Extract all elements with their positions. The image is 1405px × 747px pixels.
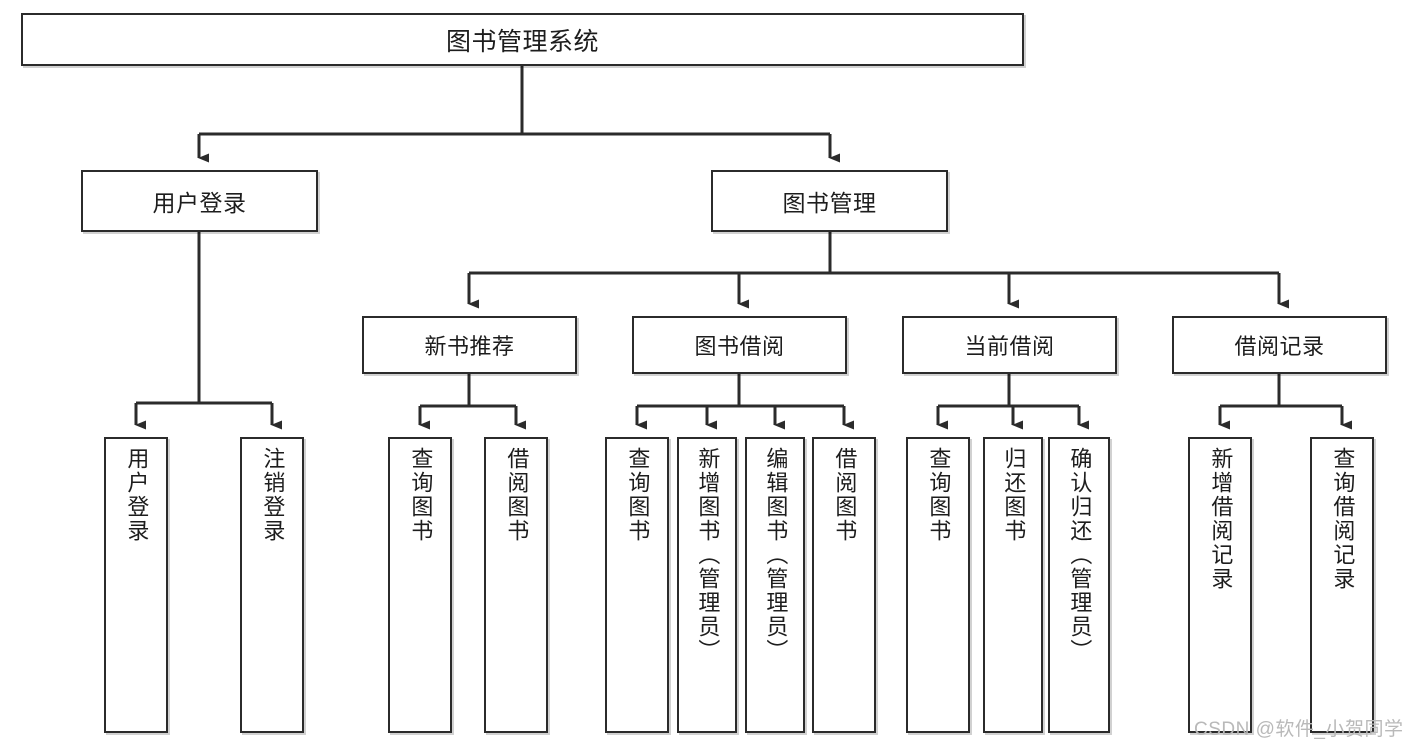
connector-lines [134, 66, 1352, 430]
node-current-borrow-label: 当前借阅 [964, 334, 1055, 359]
node-leaf-add-record[interactable]: 新增借阅记录 [1188, 437, 1252, 733]
node-book-borrow[interactable]: 图书借阅 [632, 316, 847, 374]
node-leaf-borrow-book-2[interactable]: 借阅图书 [812, 437, 876, 733]
node-leaf-add-book-label: 新增图书（管理员） [695, 447, 721, 663]
node-root-label: 图书管理系统 [445, 27, 599, 56]
node-leaf-query-record-label: 查询借阅记录 [1330, 447, 1356, 591]
node-leaf-add-book[interactable]: 新增图书（管理员） [677, 437, 737, 733]
node-root[interactable]: 图书管理系统 [21, 13, 1024, 66]
node-borrow-record-label: 借阅记录 [1234, 334, 1325, 359]
node-user-login[interactable]: 用户登录 [81, 170, 318, 232]
node-leaf-user-login[interactable]: 用户登录 [104, 437, 168, 733]
node-leaf-logout-label: 注销登录 [260, 447, 286, 543]
node-leaf-add-record-label: 新增借阅记录 [1208, 447, 1234, 591]
node-leaf-edit-book-label: 编辑图书（管理员） [763, 447, 789, 663]
csdn-watermark: CSDN @软件_小贺同学 [1194, 719, 1404, 740]
node-book-manage[interactable]: 图书管理 [711, 170, 948, 232]
node-leaf-query-record[interactable]: 查询借阅记录 [1310, 437, 1374, 733]
node-leaf-confirm-return[interactable]: 确认归还（管理员） [1048, 437, 1110, 733]
node-leaf-query-book-3-label: 查询图书 [926, 447, 952, 543]
node-current-borrow[interactable]: 当前借阅 [902, 316, 1117, 374]
node-new-book-recommend-label: 新书推荐 [424, 334, 515, 359]
node-leaf-edit-book[interactable]: 编辑图书（管理员） [745, 437, 805, 733]
node-book-borrow-label: 图书借阅 [694, 334, 785, 359]
node-leaf-query-book-1-label: 查询图书 [408, 447, 434, 543]
node-borrow-record[interactable]: 借阅记录 [1172, 316, 1387, 374]
node-leaf-borrow-book-1-label: 借阅图书 [504, 447, 530, 543]
node-leaf-query-book-1[interactable]: 查询图书 [388, 437, 452, 733]
node-user-login-label: 用户登录 [152, 190, 247, 216]
node-leaf-return-book-label: 归还图书 [1001, 447, 1027, 543]
node-book-manage-label: 图书管理 [782, 190, 877, 216]
node-leaf-borrow-book-1[interactable]: 借阅图书 [484, 437, 548, 733]
node-leaf-confirm-return-label: 确认归还（管理员） [1067, 447, 1093, 663]
node-leaf-borrow-book-2-label: 借阅图书 [832, 447, 858, 543]
node-new-book-recommend[interactable]: 新书推荐 [362, 316, 577, 374]
node-leaf-query-book-3[interactable]: 查询图书 [906, 437, 970, 733]
node-leaf-logout[interactable]: 注销登录 [240, 437, 304, 733]
node-leaf-query-book-2-label: 查询图书 [625, 447, 651, 543]
node-leaf-return-book[interactable]: 归还图书 [983, 437, 1043, 733]
node-leaf-query-book-2[interactable]: 查询图书 [605, 437, 669, 733]
node-leaf-user-login-label: 用户登录 [124, 447, 150, 543]
